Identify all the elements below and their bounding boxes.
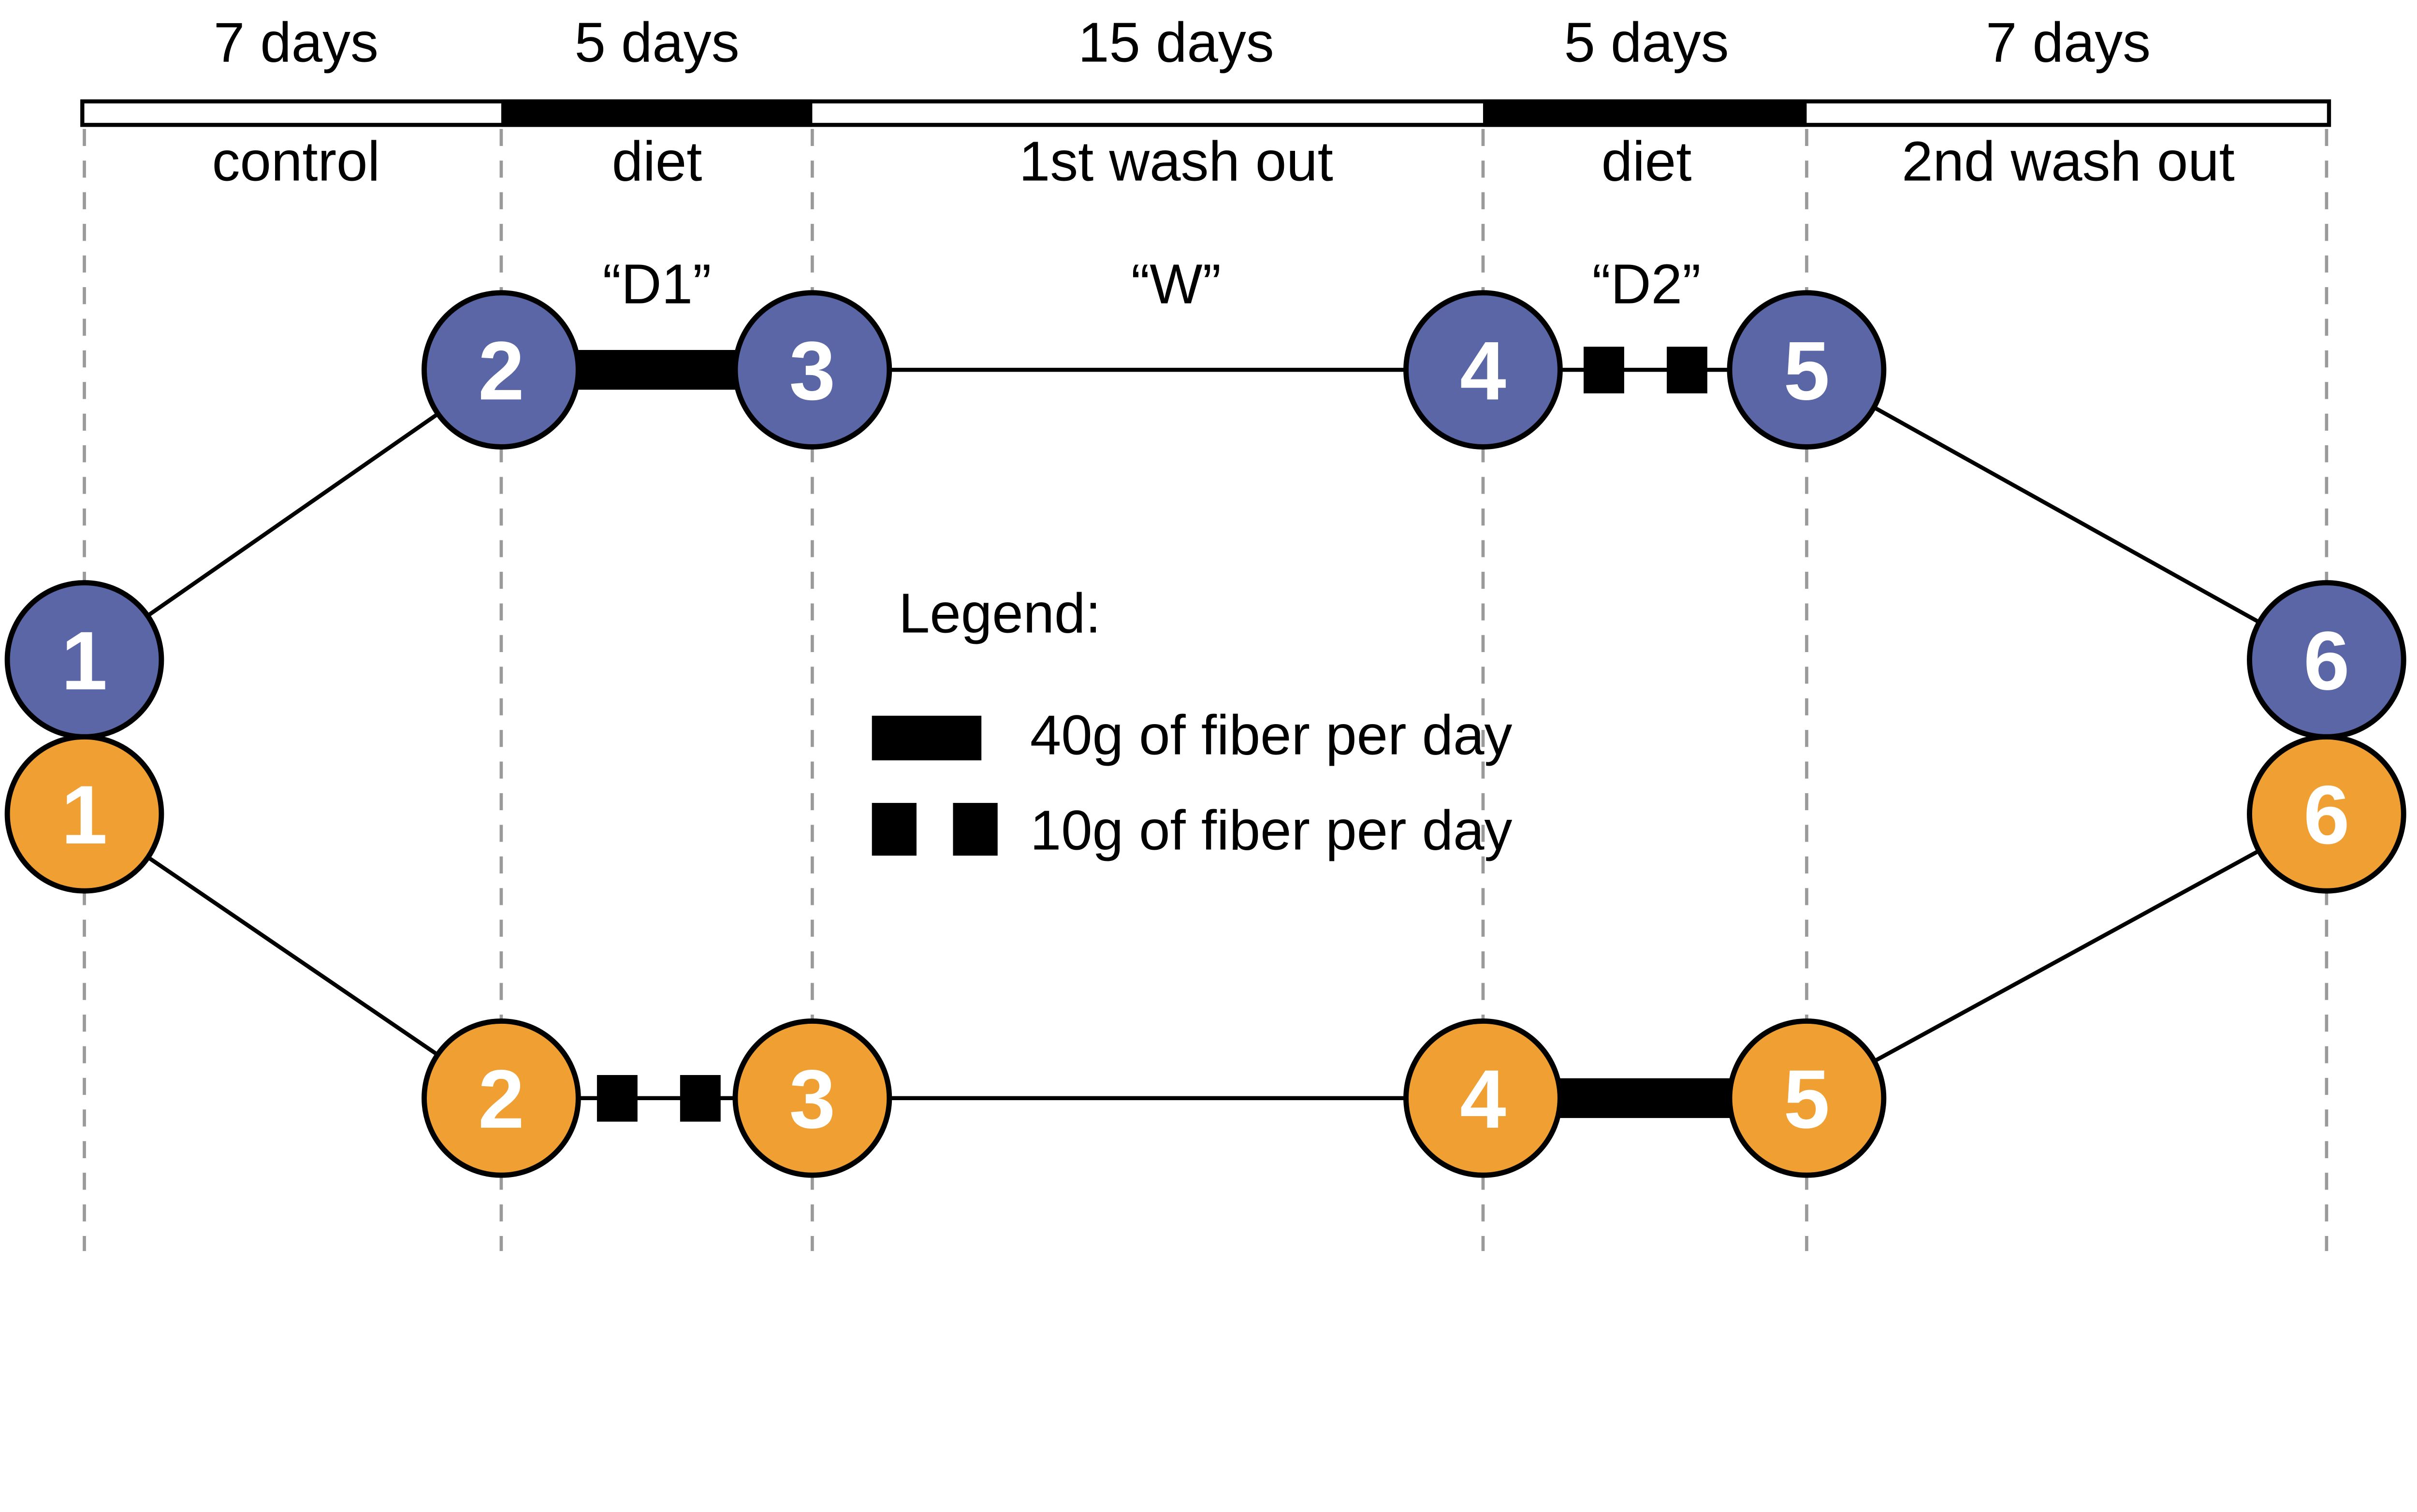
phase-duration-washout2: 7 days xyxy=(1986,11,2151,74)
fiber10-square xyxy=(1584,347,1624,393)
node-top-3-number: 3 xyxy=(789,324,836,417)
fiber10-connector-top-4-5 xyxy=(1584,347,1707,393)
legend-label-10g: 10g of fiber per day xyxy=(1030,799,1513,862)
phase-label-diet1: diet xyxy=(612,130,702,192)
fiber10-connector-bottom-2-3 xyxy=(597,1075,721,1122)
node-bottom-5 xyxy=(1727,1018,1887,1178)
node-bottom-1 xyxy=(4,734,164,894)
phase-code-w: “W” xyxy=(1131,253,1221,316)
diet2-timeline-segment xyxy=(1483,99,1807,127)
edge-bottom-5-6 xyxy=(1805,812,2328,1100)
study-design-diagram: 7 days 5 days 15 days 5 days 7 days cont… xyxy=(4,11,2406,1251)
study-design-figure: 7 days 5 days 15 days 5 days 7 days cont… xyxy=(4,11,2406,1251)
node-bottom-2 xyxy=(422,1018,581,1178)
phase-label-diet2: diet xyxy=(1602,130,1692,192)
legend-swatch-10g xyxy=(872,803,998,856)
phase-duration-control: 7 days xyxy=(214,11,379,74)
node-bottom-3-number: 3 xyxy=(789,1053,836,1146)
fiber40-connector-top-2-3 xyxy=(578,349,735,390)
phase-code-d1: “D1” xyxy=(603,253,712,316)
legend-10g-square xyxy=(872,803,917,856)
node-bottom-6-number: 6 xyxy=(2303,769,2350,861)
node-bottom-6 xyxy=(2247,734,2406,894)
node-bottom-4-number: 4 xyxy=(1460,1053,1506,1146)
legend-10g-square xyxy=(953,803,998,856)
node-bottom-1-number: 1 xyxy=(61,769,108,861)
phase-duration-washout1: 15 days xyxy=(1078,11,1274,74)
edge-top-1-2 xyxy=(83,368,503,662)
node-top-1-number: 1 xyxy=(61,614,108,707)
legend: Legend: 40g of fiber per day 10g of fibe… xyxy=(872,582,1513,862)
fiber10-square xyxy=(1666,347,1707,393)
phase-label-control: control xyxy=(212,130,380,192)
legend-title: Legend: xyxy=(899,582,1101,645)
phase-duration-diet2: 5 days xyxy=(1564,11,1729,74)
phase-label-washout1: 1st wash out xyxy=(1019,130,1333,192)
node-top-4 xyxy=(1403,290,1563,450)
arm-bottom-nodes: 1 2 3 4 5 6 xyxy=(4,734,2406,1178)
edge-top-5-6 xyxy=(1805,368,2328,662)
node-top-4-number: 4 xyxy=(1460,324,1506,417)
fiber10-square xyxy=(680,1075,721,1122)
node-bottom-4 xyxy=(1403,1018,1563,1178)
phase-code-d2: “D2” xyxy=(1592,253,1701,316)
node-top-6-number: 6 xyxy=(2303,614,2350,707)
fiber40-connector-bottom-4-5 xyxy=(1560,1078,1730,1118)
phase-duration-diet1: 5 days xyxy=(575,11,740,74)
node-bottom-2-number: 2 xyxy=(478,1053,524,1146)
node-top-3 xyxy=(732,290,892,450)
node-top-2 xyxy=(422,290,581,450)
legend-label-40g: 40g of fiber per day xyxy=(1030,703,1513,766)
node-bottom-3 xyxy=(732,1018,892,1178)
node-top-5-number: 5 xyxy=(1784,324,1830,417)
edge-bottom-1-2 xyxy=(83,812,503,1100)
node-bottom-5-number: 5 xyxy=(1784,1053,1830,1146)
legend-swatch-40g xyxy=(872,715,982,760)
fiber10-square xyxy=(597,1075,638,1122)
phase-label-washout2: 2nd wash out xyxy=(1902,130,2235,192)
diet1-timeline-segment xyxy=(501,99,813,127)
node-top-2-number: 2 xyxy=(478,324,524,417)
arm-top-nodes: 1 2 3 4 5 6 xyxy=(4,290,2406,740)
node-top-5 xyxy=(1727,290,1887,450)
timeline-bar xyxy=(80,99,2331,127)
